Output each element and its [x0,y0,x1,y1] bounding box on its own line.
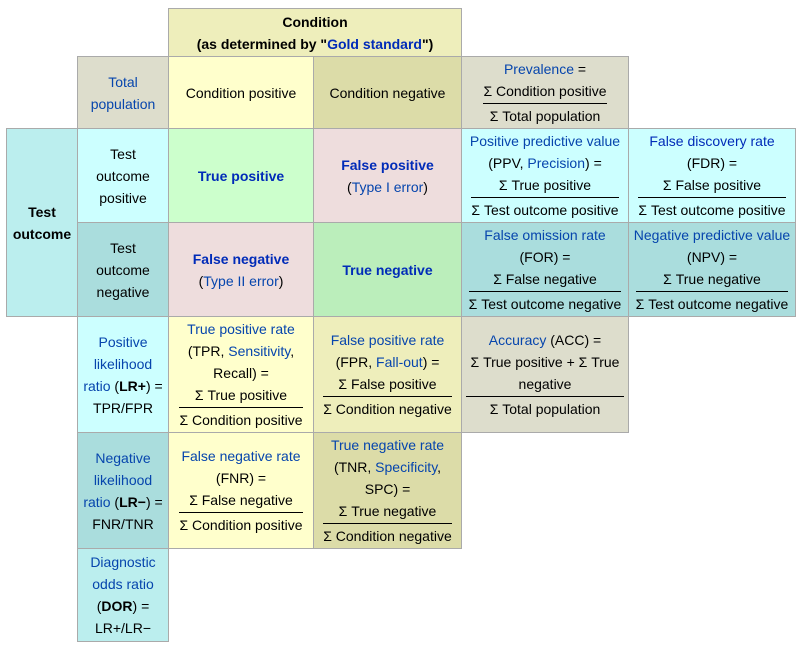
accuracy-link[interactable]: Accuracy [488,332,547,348]
lr-negative-cell: Negative likelihood ratio (LR−) = FNR/TN… [77,432,169,549]
false-negative-cell: False negative (Type II error) [168,222,314,317]
prevalence-link[interactable]: Prevalence [503,61,574,77]
accuracy-fraction: Σ True positive + Σ True negative Σ Tota… [466,351,624,420]
ppv-cell: Positive predictive value (PPV, Precisio… [461,128,629,223]
dor-cell: Diagnostic odds ratio (DOR) = LR+/LR− [77,548,169,642]
condition-subtitle: (as determined by "Gold standard") [196,35,434,52]
fpr-link[interactable]: False positive rate [330,332,445,348]
total-population-cell: Total population [77,56,169,129]
ppv-fraction: Σ True positive Σ Test outcome positive [471,174,619,221]
true-positive-link[interactable]: True positive [197,167,285,184]
npv-fraction: Σ True negative Σ Test outcome negative [635,268,789,315]
false-negative-link[interactable]: False negative [192,250,290,267]
precision-link[interactable]: Precision [527,155,586,171]
test-outcome-negative-label: Test outcome negative [96,239,150,300]
tpr-link[interactable]: True positive rate [187,321,295,337]
fnr-link[interactable]: False negative rate [181,448,301,464]
fdr-link[interactable]: False discovery rate [649,133,775,149]
fdr-cell: False discovery rate (FDR) = Σ False pos… [628,128,796,223]
condition-positive-label: Condition positive [185,84,297,101]
gold-standard-link[interactable]: Gold standard [327,35,422,52]
accuracy-cell: Accuracy (ACC) = Σ True positive + Σ Tru… [461,316,629,433]
lr-negative-link[interactable]: Negative likelihood ratio [83,449,153,510]
type-ii-error-link[interactable]: Type II error [203,272,279,289]
fpr-fraction: Σ False positive Σ Condition negative [323,373,452,420]
condition-negative-label: Condition negative [329,84,446,101]
tpr-cell: True positive rate (TPR, Sensitivity, Re… [168,316,314,433]
condition-negative-cell: Condition negative [313,56,462,129]
lr-positive-cell: Positive likelihood ratio (LR+) = TPR/FP… [77,316,169,433]
tnr-link[interactable]: True negative rate [330,437,445,453]
tnr-cell: True negative rate (TNR, Specificity, SP… [313,432,462,549]
test-outcome-negative-cell: Test outcome negative [77,222,169,317]
prevalence-fraction: Σ Condition positive Σ Total population [483,80,607,127]
true-negative-link[interactable]: True negative [342,261,433,278]
lr-positive-link[interactable]: Positive likelihood ratio [83,333,153,394]
condition-header: Condition (as determined by "Gold standa… [168,8,462,57]
sensitivity-link[interactable]: Sensitivity [228,343,291,359]
true-negative-cell: True negative [313,222,462,317]
condition-positive-cell: Condition positive [168,56,314,129]
specificity-link[interactable]: Specificity [375,459,438,475]
for-cell: False omission rate (FOR) = Σ False nega… [461,222,629,317]
fall-out-link[interactable]: Fall-out [376,354,423,370]
tnr-fraction: Σ True negative Σ Condition negative [323,500,452,547]
true-positive-cell: True positive [168,128,314,223]
test-outcome-positive-cell: Test outcome positive [77,128,169,223]
test-outcome-label: Test outcome [12,203,72,242]
dor-link[interactable]: Diagnostic odds ratio [90,554,156,592]
npv-cell: Negative predictive value (NPV) = Σ True… [628,222,796,317]
type-i-error-link[interactable]: Type I error [351,178,424,195]
fdr-fraction: Σ False positive Σ Test outcome positive [638,174,786,221]
condition-title: Condition [282,13,348,30]
for-fraction: Σ False negative Σ Test outcome negative [468,268,622,315]
false-positive-cell: False positive (Type I error) [313,128,462,223]
prevalence-cell: Prevalence = Σ Condition positive Σ Tota… [461,56,629,129]
test-outcome-positive-label: Test outcome positive [96,145,150,206]
ppv-link[interactable]: Positive predictive value [469,133,621,149]
fnr-cell: False negative rate (FNR) = Σ False nega… [168,432,314,549]
for-link[interactable]: False omission rate [484,227,606,243]
tpr-fraction: Σ True positive Σ Condition positive [179,384,303,431]
fpr-cell: False positive rate (FPR, Fall-out) = Σ … [313,316,462,433]
false-positive-link[interactable]: False positive [341,156,434,173]
test-outcome-cell: Test outcome [6,128,78,317]
npv-link[interactable]: Negative predictive value [633,227,791,243]
total-population-link[interactable]: Total population [90,73,156,112]
fnr-fraction: Σ False negative Σ Condition positive [179,489,303,536]
